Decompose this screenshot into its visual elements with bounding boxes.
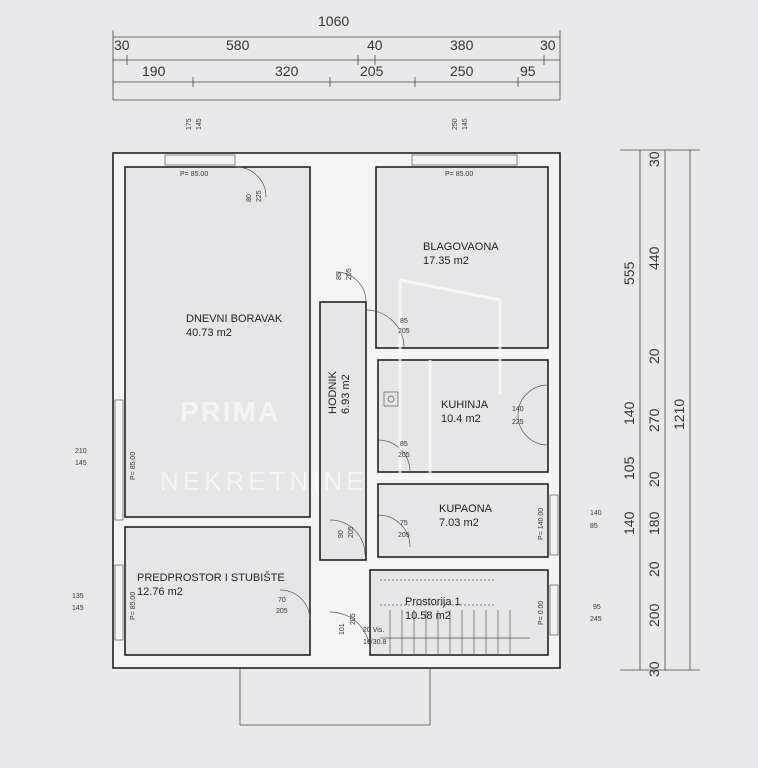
room-area: 40.73 m2 (186, 327, 232, 339)
door-width: 80 (246, 194, 253, 202)
door-height: 205 (350, 613, 357, 625)
door-height: 205 (346, 268, 353, 280)
dim-label: 140 (621, 401, 637, 425)
door-height: 225 (512, 419, 524, 426)
window-height: 250 (452, 118, 459, 130)
room-dnevni-boravak (124, 166, 311, 518)
room-area: 6.93 m2 (340, 374, 352, 414)
room-name: Prostorija 1 (405, 596, 461, 608)
dim-label: 320 (275, 63, 299, 79)
door-width: 85 (400, 318, 408, 325)
window-sill: P= 85.00 (180, 171, 209, 178)
room-name: BLAGOVAONA (423, 241, 499, 253)
door-width: 75 (400, 520, 408, 527)
watermark-logo (398, 278, 502, 480)
room-area: 10.4 m2 (441, 413, 481, 425)
dim-label: 30 (114, 37, 130, 53)
door-height: 205 (348, 526, 355, 538)
door-width: 101 (339, 623, 346, 635)
dim-label: 140 (621, 511, 637, 535)
room-hodnik (319, 301, 367, 561)
window-width: 145 (75, 460, 87, 467)
window-sill: P= 85.00 (130, 591, 137, 620)
dim-label: 40 (367, 37, 383, 53)
dim-label: 200 (646, 603, 662, 627)
door-height: 205 (398, 452, 410, 459)
room-name: KUHINJA (441, 399, 489, 411)
door-width: 85 (336, 272, 343, 280)
window-width: 145 (196, 118, 203, 130)
dim-label: 105 (621, 456, 637, 480)
dim-label: 20 (646, 561, 662, 577)
dim-label: 30 (646, 661, 662, 677)
window-height: 135 (72, 593, 84, 600)
dim-label: 30 (646, 151, 662, 167)
room-area: 17.35 m2 (423, 255, 469, 267)
room-area: 10.58 m2 (405, 610, 451, 622)
room-name: KUPAONA (439, 503, 492, 515)
window-sill: P= 140.00 (538, 507, 545, 540)
door-height: 205 (398, 532, 410, 539)
window-width: 145 (72, 605, 84, 612)
stairs-label: 20 Vis. (363, 627, 385, 634)
room-prostorija (369, 569, 549, 656)
dim-label: 555 (621, 261, 637, 285)
dim-label: 380 (450, 37, 474, 53)
door-width: 90 (338, 530, 345, 538)
door-height: 205 (276, 608, 288, 615)
dim-label: 20 (646, 471, 662, 487)
dim-label: 205 (360, 63, 384, 79)
dim-total-width: 1060 (318, 13, 350, 29)
room-name: HODNIK (327, 371, 339, 414)
dim-label: 180 (646, 511, 662, 535)
dim-label: 270 (646, 408, 662, 432)
room-kuhinja (377, 359, 549, 473)
room-area: 12.76 m2 (137, 586, 183, 598)
room-kupaona (377, 483, 549, 558)
dim-label: 190 (142, 63, 166, 79)
window-width: 145 (462, 118, 469, 130)
room-name: PREDPROSTOR I STUBIŠTE (137, 572, 285, 584)
door-width: 140 (512, 406, 524, 413)
stairs-ratio: 16/30.8 (363, 639, 387, 646)
window-height: 210 (75, 448, 87, 455)
window-width: 245 (590, 616, 602, 623)
room-predprostor (124, 526, 311, 656)
dim-label: 95 (520, 63, 536, 79)
room-name: DNEVNI BORAVAK (186, 313, 283, 325)
watermark-subtext: NEKRETNINE (160, 466, 368, 496)
window-sill: P= 85.00 (445, 171, 474, 178)
dim-label: 30 (540, 37, 556, 53)
dim-total-height: 1210 (671, 398, 687, 430)
door-width: 85 (400, 441, 408, 448)
dim-label: 250 (450, 63, 474, 79)
dim-label: 20 (646, 348, 662, 364)
window-height: 95 (593, 604, 601, 611)
window-sill: P= 0.00 (538, 600, 545, 625)
window-width: 85 (590, 523, 598, 530)
door-width: 70 (278, 597, 286, 604)
window-height: 175 (186, 118, 193, 130)
window-sill: P= 85.00 (130, 451, 137, 480)
room-area: 7.03 m2 (439, 517, 479, 529)
window-height: 140 (590, 510, 602, 517)
dim-label: 580 (226, 37, 250, 53)
watermark-text: PRIMA (180, 396, 281, 427)
door-height: 225 (256, 190, 263, 202)
room-blagovaona (375, 166, 549, 349)
door-height: 205 (398, 328, 410, 335)
dim-label: 440 (646, 246, 662, 270)
